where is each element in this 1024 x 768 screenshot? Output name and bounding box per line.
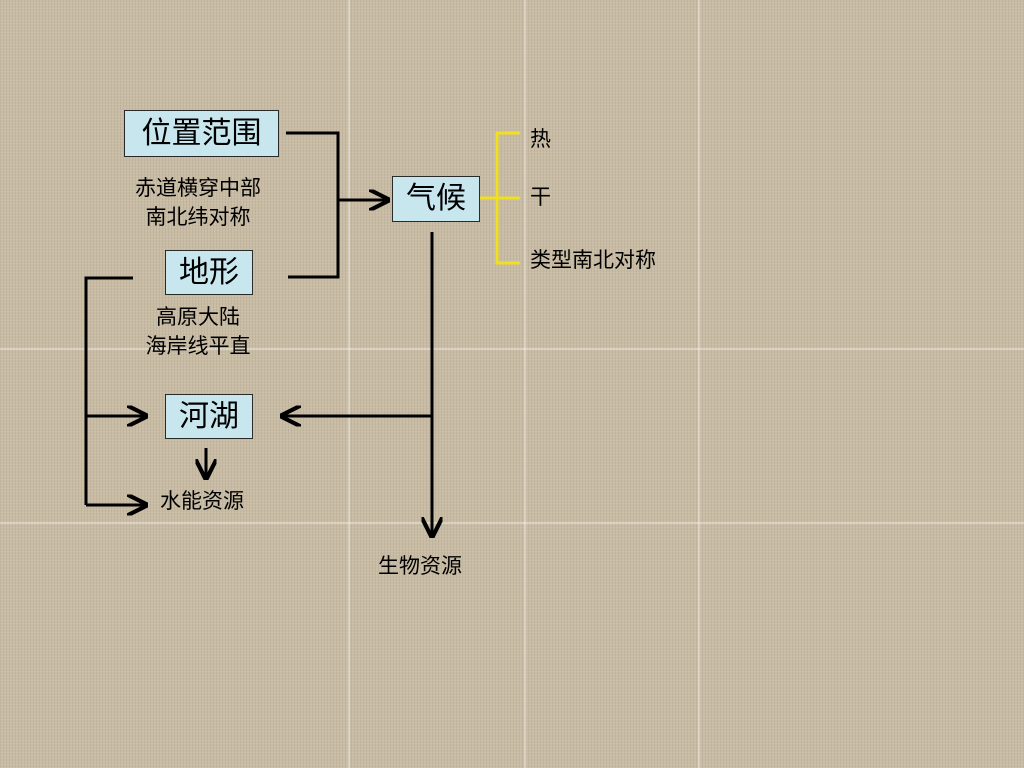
terrain-node: 地形: [165, 250, 253, 295]
hydropower-resources: 水能资源: [160, 489, 244, 513]
climate-node-label: 气候: [406, 181, 466, 216]
rivers-node-label: 河湖: [179, 398, 239, 434]
climate-node: 气候: [392, 176, 480, 222]
background-gridline: [524, 0, 526, 768]
location-note-line: 赤道横穿中部: [135, 176, 261, 200]
rivers-node: 河湖: [165, 394, 253, 439]
terrain-branch-connector: [84, 276, 133, 505]
terrain-note-line: 高原大陆: [156, 305, 240, 329]
climate-trait-dry: 干: [530, 185, 551, 209]
location-note-line: 南北纬对称: [145, 205, 251, 229]
location-to-climate-connector: [286, 131, 340, 279]
biological-resources: 生物资源: [378, 554, 462, 578]
terrain-note-line: 海岸线平直: [145, 334, 251, 358]
climate-trait-symmetry: 类型南北对称: [530, 248, 656, 272]
background-gridline: [348, 0, 350, 768]
terrain-node-label: 地形: [179, 254, 239, 290]
location-node-label: 位置范围: [141, 115, 262, 151]
background-gridline: [0, 348, 1024, 350]
climate-traits-bracket: [480, 131, 520, 265]
background-gridline: [698, 0, 700, 768]
location-note: 赤道横穿中部 南北纬对称: [135, 174, 261, 232]
climate-trait-hot: 热: [530, 127, 551, 151]
location-node: 位置范围: [124, 110, 279, 157]
background-gridline: [0, 522, 1024, 524]
terrain-note: 高原大陆 海岸线平直: [146, 303, 251, 361]
